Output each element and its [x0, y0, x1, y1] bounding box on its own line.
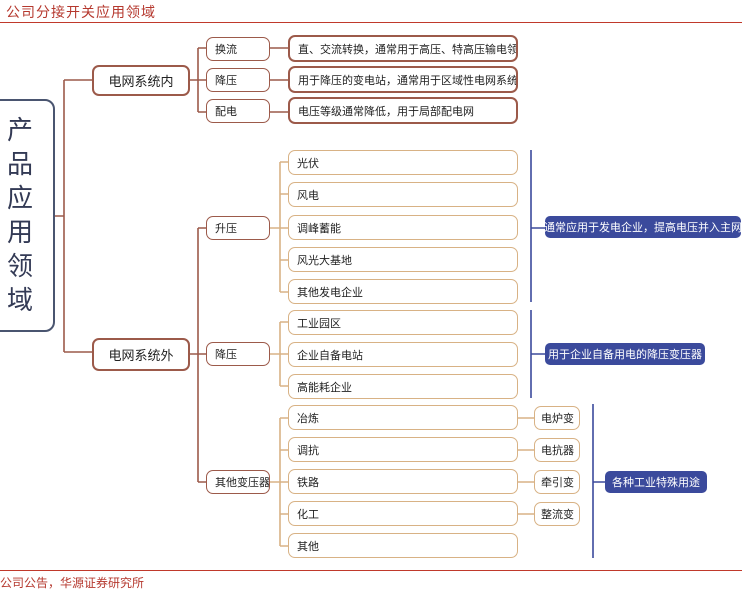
root-char: 产: [6, 115, 33, 146]
note-other-transformer: 各种工业特殊用途: [605, 471, 707, 493]
source-note: 公司公告，华源证券研究所: [0, 576, 145, 590]
leaf-energy-intensive: 高能耗企业: [288, 374, 518, 399]
type-furnace-transformer: 电炉变: [534, 406, 580, 430]
leaf-captive-power: 企业自备电站: [288, 342, 518, 367]
leaf-other: 其他: [288, 533, 518, 558]
root-char: 域: [6, 285, 33, 316]
leaf-wind-power: 风电: [288, 182, 518, 207]
footer-divider: [0, 570, 742, 571]
node-outside-step-up: 升压: [206, 216, 270, 240]
node-grid-inside: 电网系统内: [92, 65, 190, 96]
leaf-photovoltaic: 光伏: [288, 150, 518, 175]
node-outside-step-down: 降压: [206, 342, 270, 366]
desc-step-down: 用于降压的变电站，通常用于区域性电网系统: [288, 66, 518, 93]
type-traction-transformer: 牵引变: [534, 470, 580, 494]
desc-distribution: 电压等级通常降低，用于局部配电网: [288, 97, 518, 124]
page-title: 公司分接开关应用领域: [6, 5, 156, 21]
header-divider: [0, 22, 742, 23]
type-reactor: 电抗器: [534, 438, 580, 462]
leaf-smelting: 冶炼: [288, 405, 518, 430]
node-outside-other-transformer: 其他变压器: [206, 470, 270, 494]
leaf-peak-storage: 调峰蓄能: [288, 215, 518, 240]
note-step-up: 通常应用于发电企业，提高电压并入主网: [544, 216, 742, 238]
node-inside-converter: 换流: [206, 37, 270, 61]
leaf-reactance: 调抗: [288, 437, 518, 462]
leaf-chemical: 化工: [288, 501, 518, 526]
desc-converter: 直、交流转换，通常用于高压、特高压输电领域: [288, 35, 518, 62]
node-inside-distribution: 配电: [206, 99, 270, 123]
root-char: 领: [6, 251, 33, 282]
type-rectifier-transformer: 整流变: [534, 502, 580, 526]
root-char: 用: [6, 217, 33, 248]
leaf-industrial-park: 工业园区: [288, 310, 518, 335]
node-grid-outside: 电网系统外: [92, 338, 190, 371]
note-step-down: 用于企业自备用电的降压变压器: [545, 343, 705, 365]
leaf-railway: 铁路: [288, 469, 518, 494]
root-node-product-application: 产 品 应 用 领 域: [0, 99, 55, 332]
root-char: 应: [6, 183, 33, 214]
root-char: 品: [6, 149, 33, 180]
leaf-wind-solar-base: 风光大基地: [288, 247, 518, 272]
node-inside-step-down: 降压: [206, 68, 270, 92]
leaf-other-generation: 其他发电企业: [288, 279, 518, 304]
